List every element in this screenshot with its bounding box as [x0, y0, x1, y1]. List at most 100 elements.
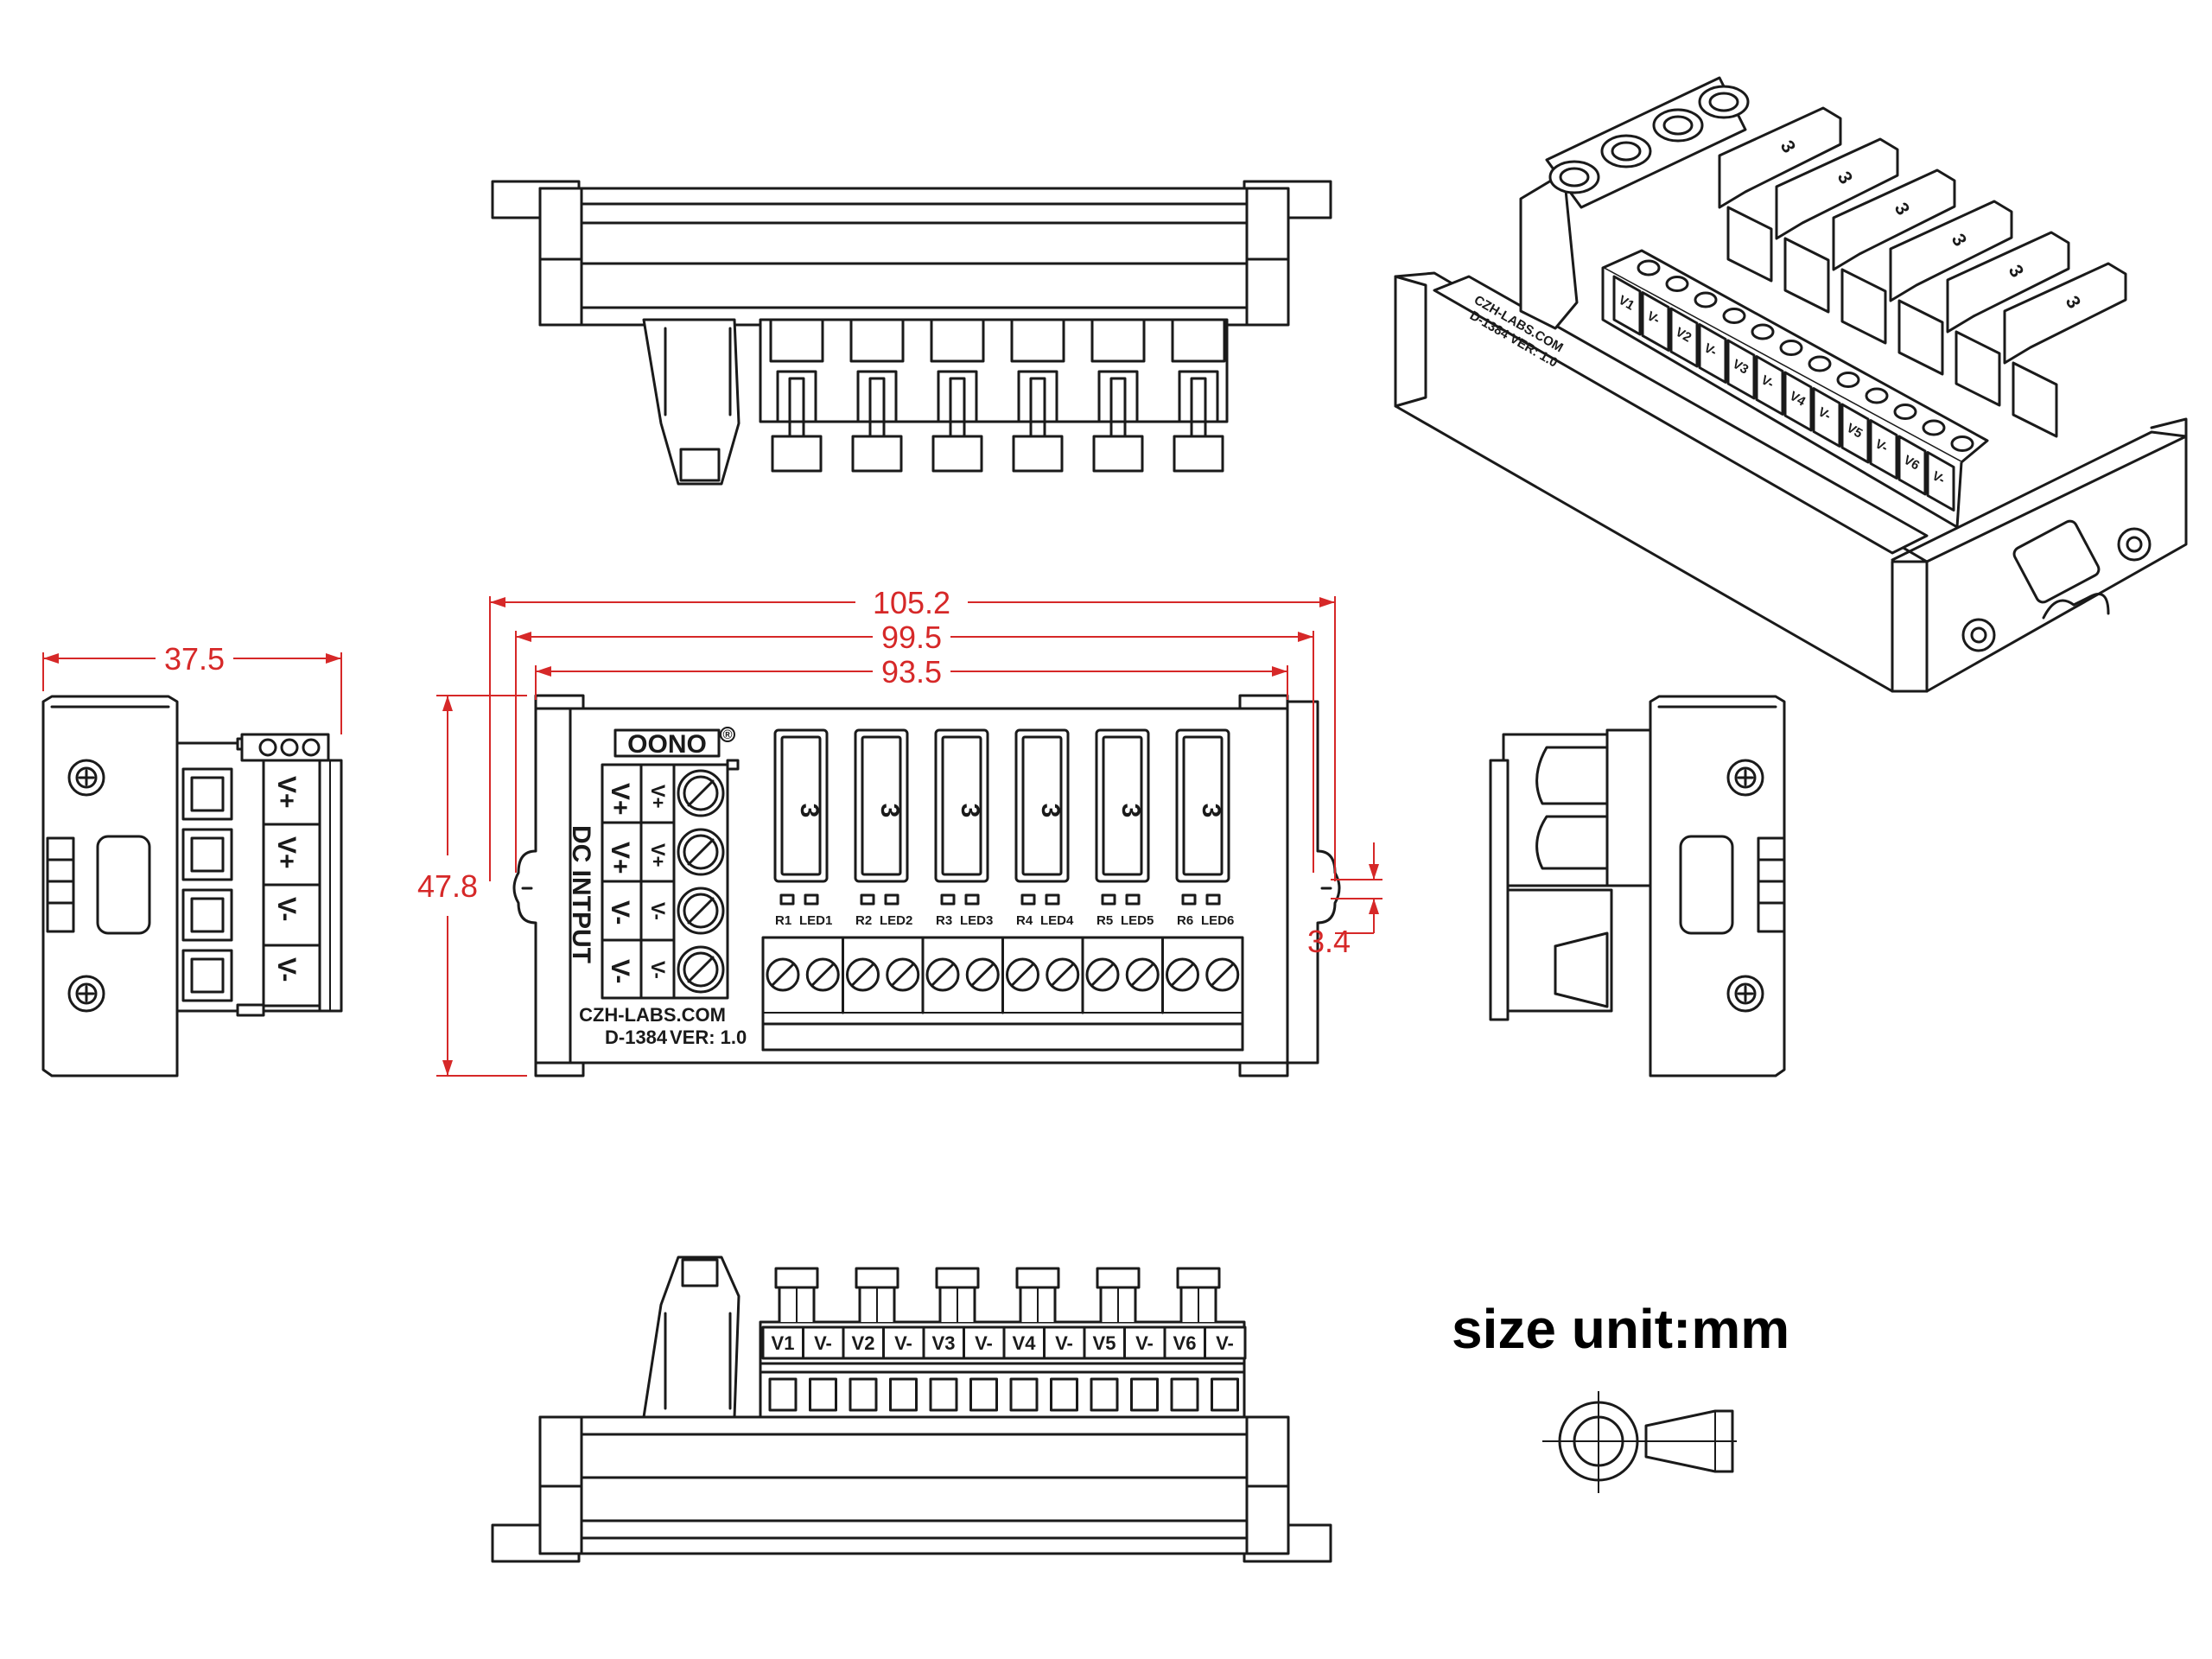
- iso-terminal-screw: [1836, 372, 1860, 388]
- iso-terminal-screw: [1637, 259, 1661, 276]
- screw-slot: [1051, 963, 1075, 987]
- led-pad: [1205, 893, 1221, 906]
- iso-terminal-face: [1783, 371, 1813, 432]
- iso-terminal-label: V2: [1673, 325, 1694, 346]
- pcb-model: D-1384: [605, 1027, 668, 1048]
- bottom-label-cell: [761, 1325, 804, 1360]
- screw-slot: [931, 963, 955, 987]
- resistor-label: R6: [1177, 913, 1193, 928]
- fuse-rating: 3: [1036, 804, 1065, 818]
- iso-fuse-cap: [1775, 137, 1899, 240]
- bottom-label-cell: [882, 1325, 925, 1360]
- bottom-terminal-label: V5: [1093, 1332, 1116, 1354]
- iso-terminal-label: V5: [1844, 421, 1865, 442]
- resistor-label: R1: [775, 913, 791, 928]
- fuse-rating: 3: [1116, 804, 1145, 818]
- screw-slot: [970, 963, 995, 987]
- dc-pin-label-small: V+: [647, 785, 669, 809]
- iso-terminal-screw: [1865, 387, 1889, 404]
- led-pad: [804, 893, 819, 906]
- fuse-holder: [1014, 728, 1070, 883]
- bottom-terminal-opening: [809, 1377, 837, 1412]
- bottom-terminal-label: V-: [894, 1332, 912, 1354]
- left-side-view: V+V+V-V-: [41, 695, 343, 1077]
- fuse-body: [780, 735, 822, 876]
- bottom-terminal-opening: [1050, 1377, 1078, 1412]
- iso-terminal-screw: [1950, 435, 1974, 452]
- isometric-view: CZH-LABS.COM D-1384 VER: 1.0 V1V-V2V-V3V…: [1394, 76, 2188, 693]
- top-fuse-cap: [1171, 318, 1226, 363]
- led-label: LED3: [960, 913, 993, 928]
- iso-fuse-body: [1840, 268, 1887, 345]
- iso-terminal-face: [1755, 355, 1784, 416]
- fuse-holder: [1095, 728, 1150, 883]
- resistor-pad: [779, 893, 795, 906]
- brand-logo: OONO: [627, 730, 707, 759]
- led-label: LED4: [1040, 913, 1074, 928]
- led-label: LED6: [1201, 913, 1234, 928]
- bottom-terminal-label: V-: [1135, 1332, 1154, 1354]
- left-terminal-inner: [190, 957, 225, 994]
- dim-height: 47.8: [417, 868, 478, 904]
- iso-terminal-face: [1926, 451, 1955, 512]
- iso-fuse-body: [1783, 237, 1830, 314]
- bottom-fuse-cap: [1176, 1267, 1221, 1289]
- top-fuse-tab: [771, 435, 823, 473]
- iso-terminal-face: [1840, 403, 1870, 464]
- fuse-holder: [854, 728, 909, 883]
- resistor-label: R2: [855, 913, 872, 928]
- top-fuse-cap: [930, 318, 985, 363]
- fuse-rating: 3: [795, 804, 823, 818]
- fuse-holder: [1175, 728, 1230, 883]
- top-fuse-tab: [1173, 435, 1224, 473]
- bottom-terminal-label: V-: [1055, 1332, 1073, 1354]
- bottom-fuse-cap: [855, 1267, 899, 1289]
- resistor-pad: [940, 893, 956, 906]
- bottom-terminal-label: V-: [1216, 1332, 1234, 1354]
- bottom-terminal-label: V4: [1013, 1332, 1037, 1354]
- fuse-rating: 3: [956, 804, 984, 818]
- pcb-website: CZH-LABS.COM: [579, 1004, 726, 1026]
- iso-fuse-body: [1726, 206, 1773, 283]
- dc-screw-inner: [683, 893, 719, 929]
- dc-pin-label-small: V-: [647, 902, 669, 920]
- iso-terminal-screw: [1694, 291, 1718, 308]
- iso-terminal-screw: [1751, 323, 1775, 340]
- bottom-terminal-label: V-: [814, 1332, 832, 1354]
- top-fuse-tab: [1092, 435, 1144, 473]
- left-terminal-inner: [190, 836, 225, 873]
- bottom-terminal-opening: [1211, 1377, 1239, 1412]
- led-pad: [884, 893, 899, 906]
- dc-screw-slot: [687, 956, 715, 983]
- iso-terminal-screw: [1665, 276, 1689, 292]
- dc-screw-inner: [683, 834, 719, 870]
- iso-terminal-label: V3: [1730, 357, 1751, 378]
- bottom-terminal-opening: [1130, 1377, 1159, 1412]
- dc-screw-slot: [687, 779, 715, 807]
- led-label: LED5: [1121, 913, 1154, 928]
- top-fuse-cap: [769, 318, 824, 363]
- top-fuse-body: [1097, 370, 1139, 423]
- dim-pcb-width: 93.5: [881, 654, 942, 690]
- left-pin-label: V+: [272, 776, 301, 809]
- iso-terminal-face: [1897, 435, 1927, 496]
- top-fuse-cap: [1010, 318, 1065, 363]
- top-fuse-tab: [851, 435, 903, 473]
- dc-input-label: DC INTPUT: [567, 825, 595, 963]
- iso-fuse-body: [1955, 330, 2001, 407]
- top-fuse-tab: [1012, 435, 1064, 473]
- bottom-terminal-opening: [1009, 1377, 1039, 1412]
- resistor-label: R4: [1016, 913, 1033, 928]
- top-fuse-body: [1017, 370, 1058, 423]
- iso-terminal-screw: [1779, 340, 1803, 356]
- resistor-label: R5: [1096, 913, 1113, 928]
- registered-mark: ®: [722, 728, 732, 742]
- dc-screw-slot: [687, 838, 715, 866]
- fuse-holder: [773, 728, 829, 883]
- iso-terminal-face: [1641, 291, 1670, 352]
- bottom-label-cell: [842, 1325, 885, 1360]
- led-pad: [964, 893, 980, 906]
- bottom-fuse-cap: [935, 1267, 980, 1289]
